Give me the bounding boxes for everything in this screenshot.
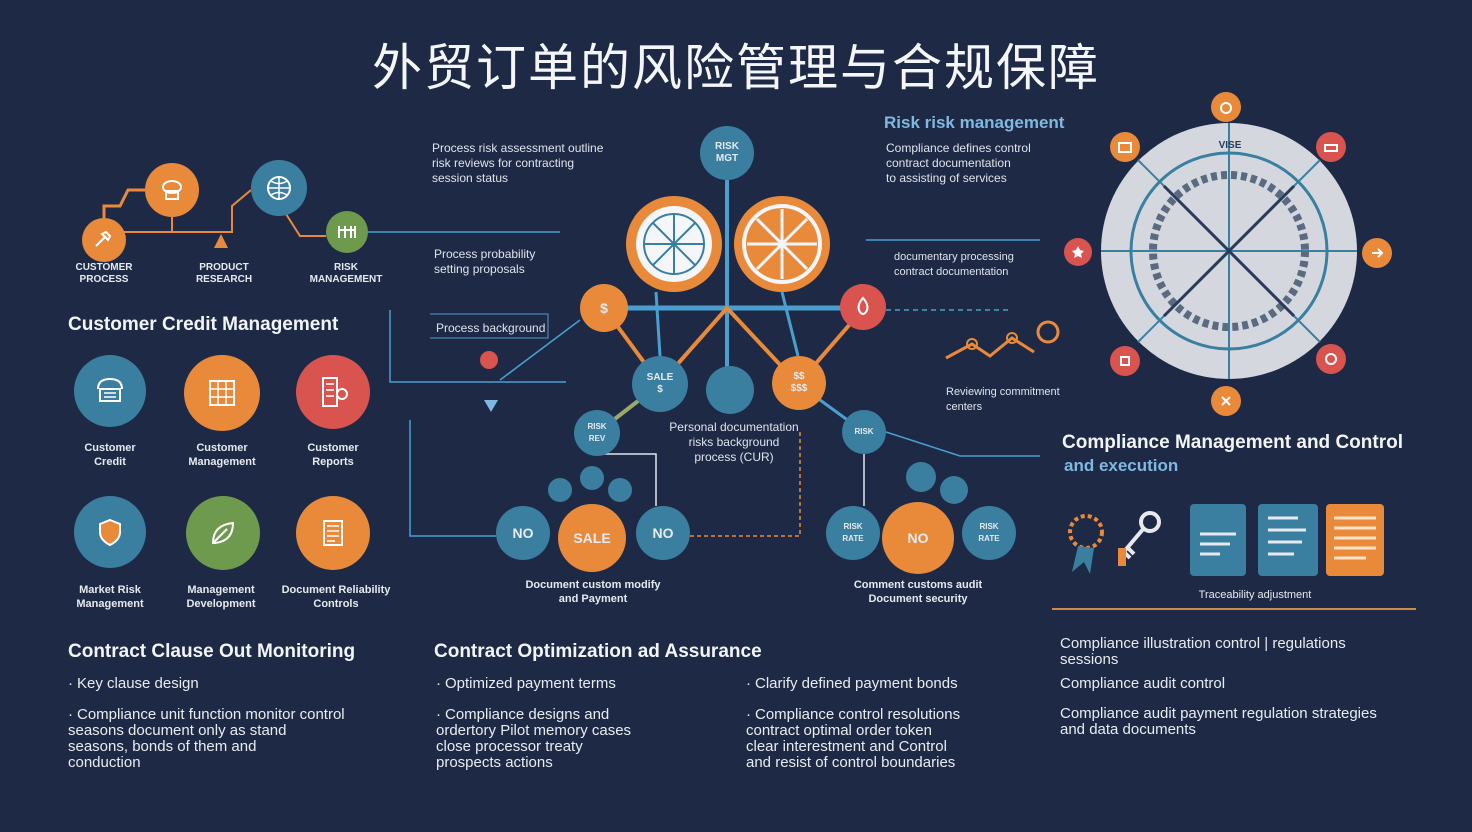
cluster-caption: Document custom modify and Payment (525, 579, 661, 605)
connector-line (285, 213, 326, 237)
credit-item-label: Document Reliability Controls (281, 584, 391, 610)
cluster-small-icon (940, 476, 968, 504)
wheel-icon (626, 196, 722, 292)
bullet-item: Clarify defined payment bonds (746, 676, 1042, 692)
risk-review-node: RISK REV (574, 410, 620, 456)
center-text: Personal documentation risks background … (669, 420, 799, 464)
sale-node: SALE $ (632, 356, 688, 412)
divider (1052, 608, 1416, 610)
credit-item-label: Customer Reports (307, 442, 359, 468)
credit-item-label: Customer Management (188, 442, 256, 468)
node-label: PRODUCT RESEARCH (195, 262, 253, 285)
section-heading: Risk risk management (884, 113, 1065, 132)
section-subheading: and execution (1064, 456, 1179, 475)
process-note: Process probability setting proposals (434, 247, 536, 276)
credit-item-label: Customer Credit (84, 442, 136, 468)
dollar-node: $ (580, 284, 628, 332)
credit-item-label: Market Risk Management (76, 584, 144, 610)
connector-line (430, 313, 549, 339)
connector-line (409, 420, 496, 537)
compliance-line: Compliance illustration control | regula… (1060, 635, 1346, 668)
gear-icon (1211, 386, 1241, 416)
connector-line (172, 189, 252, 233)
checklist-icon (1258, 504, 1318, 576)
panel-icon (1190, 504, 1246, 576)
risk-wheel (1094, 116, 1364, 386)
cluster-node: RISK RATE (962, 506, 1016, 560)
process-note: Process risk assessment outline risk rev… (432, 141, 604, 185)
bullet-item: Compliance unit function monitor control… (68, 707, 408, 771)
globe-icon (1110, 346, 1140, 376)
risk-node-small: RISK (842, 410, 886, 454)
column-heading: Contract Clause Out Monitoring (68, 641, 356, 662)
lock-icon (1064, 238, 1092, 266)
compliance-caption: Traceability adjustment (1198, 589, 1312, 601)
process-note: Reviewing commitment centers (946, 386, 1060, 413)
cluster-small-icon (548, 478, 572, 502)
page-title: 外贸订单的风险管理与合规保障 (372, 40, 1100, 96)
medal-icon (1064, 508, 1112, 578)
fire-icon (840, 284, 886, 330)
connector-line (499, 319, 581, 381)
node-label: RISK MANAGEMENT (309, 262, 383, 285)
cluster-node: NO (496, 506, 550, 560)
chain-icon (942, 318, 1082, 378)
car-icon (1316, 132, 1346, 162)
connector-line (119, 217, 173, 240)
bank-icon (1316, 344, 1346, 374)
cluster-node: NO (882, 502, 954, 574)
risk-node: RISK MGT (700, 126, 754, 180)
tools-icon (82, 218, 126, 262)
server-icon (74, 355, 146, 427)
compliance-line: Compliance audit control (1060, 675, 1226, 692)
report-icon (296, 355, 370, 429)
compliance-line: Compliance audit payment regulation stra… (1060, 705, 1377, 738)
connector-line (102, 188, 145, 218)
cluster-small-icon (608, 478, 632, 502)
cluster-caption: Comment customs audit Document security (853, 579, 983, 605)
section-heading: Compliance Management and Control (1062, 432, 1403, 453)
connector-line (780, 291, 800, 357)
process-note: Process background (436, 321, 546, 335)
connector-line (885, 431, 1040, 457)
notes-icon (1326, 504, 1384, 576)
orange-slice-icon (734, 196, 830, 292)
wallet-icon (1110, 132, 1140, 162)
alert-dot-icon (480, 351, 498, 369)
blank-node (706, 366, 754, 414)
key-icon (1114, 508, 1166, 570)
cluster-node: SALE (558, 504, 626, 572)
bullet-item: Key clause design (68, 676, 388, 692)
document-icon (296, 496, 370, 570)
connector-line (654, 291, 662, 357)
cluster-small-icon (906, 462, 936, 492)
bread-icon (145, 163, 199, 217)
shield-icon (74, 496, 146, 568)
node-label: CUSTOMER PROCESS (75, 262, 133, 285)
bullet-item: Optimized payment terms (436, 676, 726, 692)
cluster-small-icon (580, 466, 604, 490)
connector-line (690, 432, 801, 537)
bullet-item: Compliance designs and ordertory Pilot m… (436, 707, 726, 771)
connector-line (602, 305, 866, 388)
cluster-node: RISK RATE (826, 506, 880, 560)
leaf-icon (186, 496, 260, 570)
wheel-label: VISE (1218, 140, 1242, 151)
building-icon (184, 355, 260, 431)
bullet-item: Compliance control resolutions contract … (746, 707, 1042, 771)
value-node: $$ $$$ (772, 356, 826, 410)
column-heading: Contract Optimization ad Assurance (434, 641, 762, 662)
cluster-node: NO (636, 506, 690, 560)
section-heading: Customer Credit Management (68, 314, 339, 335)
connector-line (389, 310, 566, 383)
barrier-icon (326, 211, 368, 253)
fire-icon (1362, 238, 1392, 268)
globe-icon (251, 160, 307, 216)
process-note: documentary processing contract document… (894, 251, 1014, 278)
process-note: Compliance defines control contract docu… (886, 141, 1031, 185)
money-bag-icon (1211, 92, 1241, 122)
credit-item-label: Management Development (186, 584, 256, 610)
